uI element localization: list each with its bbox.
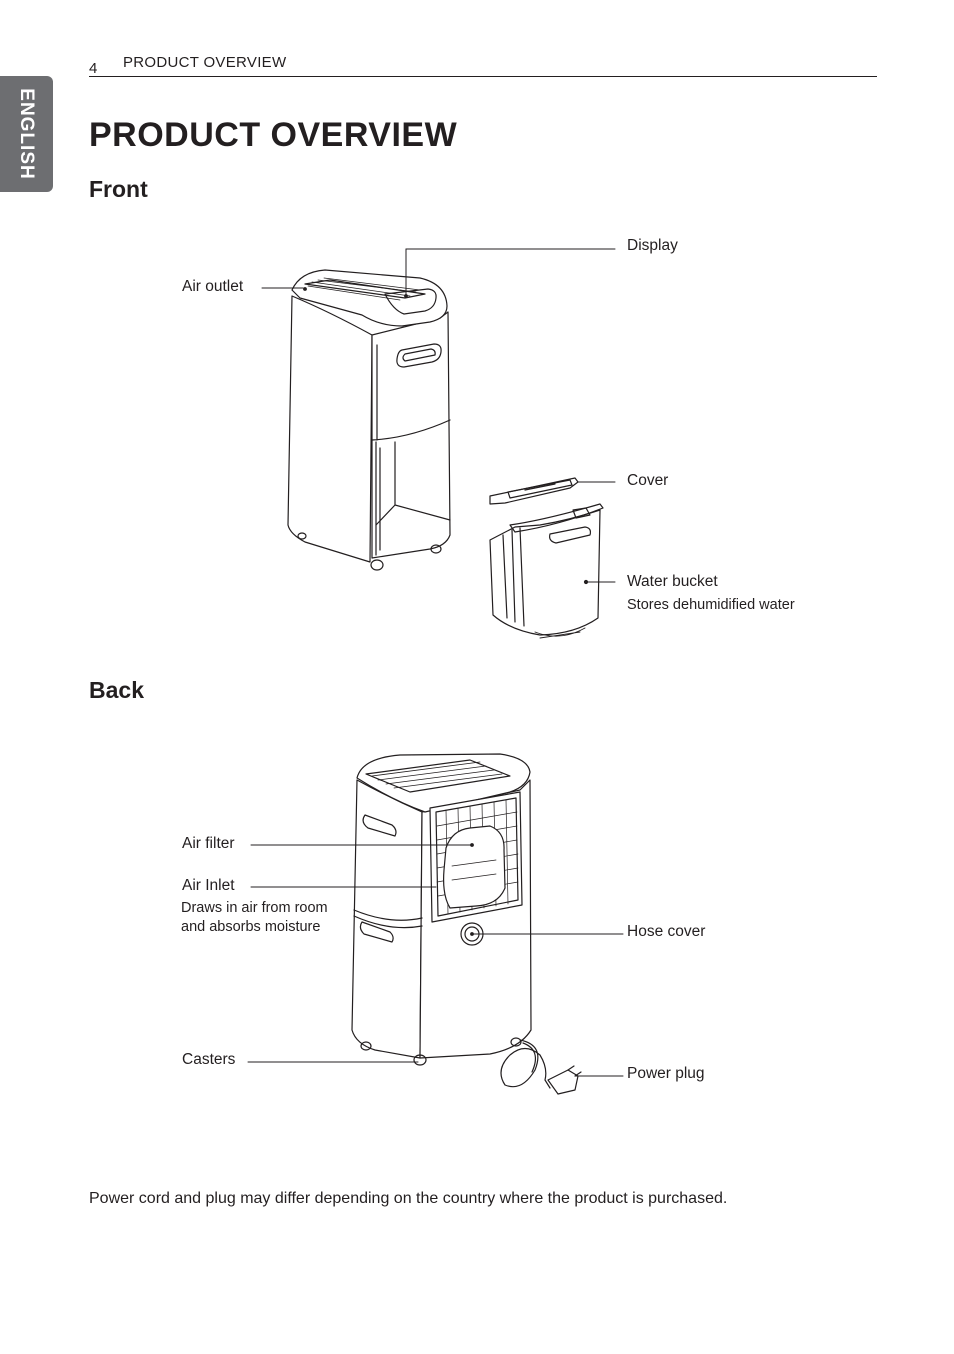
page-title: PRODUCT OVERVIEW — [89, 116, 458, 154]
display-label: Display — [627, 237, 678, 254]
power-plug-label: Power plug — [627, 1065, 705, 1082]
water-bucket-illustration — [489, 503, 604, 639]
air-inlet-label: Air Inlet — [182, 877, 235, 894]
water-bucket-description: Stores dehumidified water — [627, 597, 795, 613]
air-filter-label: Air filter — [182, 835, 235, 852]
air-inlet-description-line2: and absorbs moisture — [181, 919, 321, 935]
back-unit-illustration — [351, 753, 582, 1095]
running-head: PRODUCT OVERVIEW — [123, 54, 287, 71]
water-bucket-label: Water bucket — [627, 573, 718, 590]
power-cord-note: Power cord and plug may differ depending… — [89, 1190, 728, 1207]
header-rule — [89, 76, 877, 77]
back-heading: Back — [89, 677, 144, 703]
language-tab — [0, 76, 53, 192]
front-heading: Front — [89, 176, 148, 202]
page-number: 4 — [89, 60, 98, 77]
air-inlet-description-line1: Draws in air from room — [181, 900, 328, 916]
cover-label: Cover — [627, 472, 669, 489]
front-unit-illustration — [287, 269, 451, 571]
air-outlet-label: Air outlet — [182, 278, 244, 295]
hose-cover-label: Hose cover — [627, 923, 706, 940]
leader-lines — [247, 248, 624, 1077]
casters-label: Casters — [182, 1051, 236, 1068]
cover-illustration — [489, 477, 579, 505]
